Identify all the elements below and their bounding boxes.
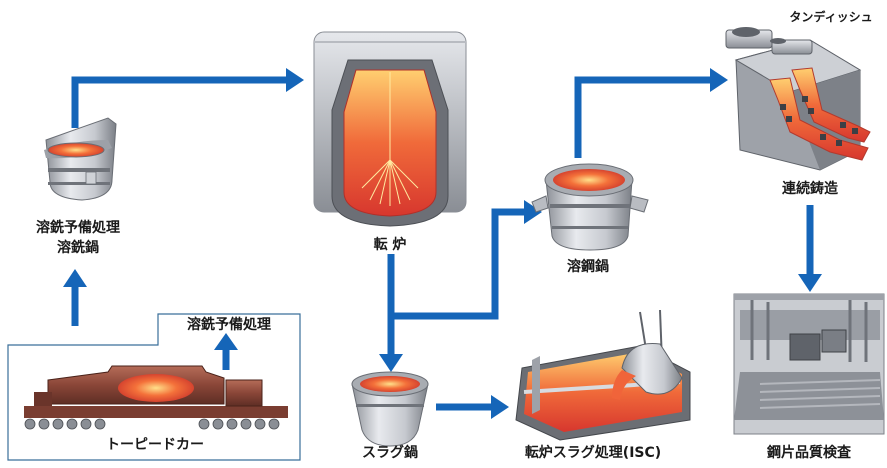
label-ladle: 溶鋼鍋 (567, 259, 609, 275)
continuous-caster-illustration (725, 27, 871, 171)
billets (759, 379, 881, 409)
label-converter: 転 炉 (373, 237, 407, 253)
arrowhead-caster (710, 68, 728, 92)
arrowhead-isc (491, 395, 509, 419)
hot-metal-ladle-illustration (44, 117, 117, 201)
slag-treatment-illustration (515, 309, 691, 441)
torpedo-car-illustration (24, 365, 288, 430)
slag-pot-illustration (351, 371, 429, 447)
arrowhead-inspection (798, 274, 822, 292)
label-torpedo-car: トーピードカー (106, 437, 204, 453)
cast-strands (769, 67, 871, 161)
label-pretreatment-box: 溶銑予備処理 (187, 317, 271, 333)
converter-illustration (313, 31, 467, 227)
label-hot-metal-ladle: 溶銑鍋 (57, 240, 99, 256)
tundish-icon (725, 27, 813, 55)
arrowhead-up-pretreatment (63, 269, 87, 287)
pretreatment-box (7, 313, 301, 461)
oxygen-lance-spray (361, 72, 419, 206)
arrowhead-converter (286, 68, 304, 92)
arrow-ladle-to-caster (574, 76, 712, 158)
flow-arrows (63, 68, 822, 419)
pouring-ladle-icon (612, 309, 683, 400)
label-inspection: 鋼片品質検査 (767, 445, 851, 461)
label-hot-metal-pretreatment: 溶銑予備処理 (36, 220, 120, 236)
ladle-illustration (531, 163, 649, 251)
label-slag-pot: スラグ鍋 (362, 445, 418, 461)
arrow-pretreatment-to-converter (71, 76, 288, 128)
label-continuous-casting: 連続鋳造 (782, 181, 838, 197)
arrowhead-ladle (524, 200, 542, 224)
torpedo-wheels (24, 418, 280, 430)
arrowhead-slag-pot (379, 354, 403, 372)
arrow-to-ladle (391, 208, 526, 320)
label-tundish: タンディッシュ (789, 10, 873, 24)
arrowhead-box-up (214, 333, 238, 350)
label-slag-treatment: 転炉スラグ処理(ISC) (524, 445, 662, 461)
inspection-illustration (733, 293, 885, 435)
